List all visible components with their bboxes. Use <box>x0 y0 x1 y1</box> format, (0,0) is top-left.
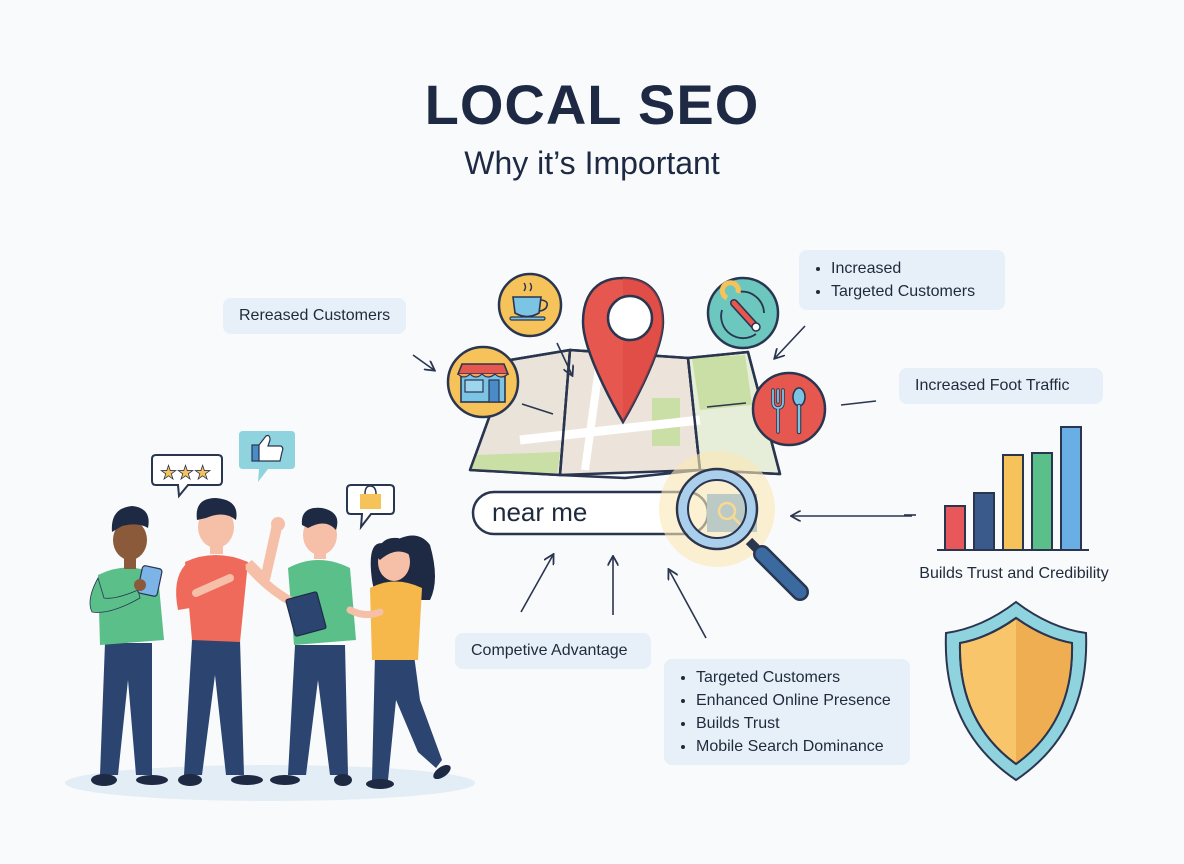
person-1 <box>89 506 168 786</box>
wrench-icon <box>706 276 780 350</box>
svg-text:★★★: ★★★ <box>160 462 211 484</box>
page-subtitle: Why it’s Important <box>464 145 720 181</box>
three-stars-icon: ★★★ <box>151 454 223 499</box>
coffee-cup-icon <box>497 272 563 338</box>
callout-list-item: Targeted Customers <box>831 280 995 303</box>
callout-list-item: Enhanced Online Presence <box>696 689 900 712</box>
page-title: LOCAL SEO <box>424 73 760 136</box>
shopping-bag-icon <box>346 484 395 531</box>
person-3 <box>245 507 356 786</box>
shield-icon <box>944 600 1088 782</box>
connector-arrows <box>412 325 916 639</box>
magnifier-icon <box>659 451 809 601</box>
callout-foot-traffic: Increased Foot Traffic <box>899 368 1103 404</box>
fork-spoon-icon <box>751 371 827 447</box>
callout-competitive-advantage: Competive Advantage <box>455 633 651 669</box>
bar-chart-caption: Builds Trust and Credibility <box>919 565 1109 582</box>
people-group-illustration <box>89 498 451 789</box>
callout-list-item: Mobile Search Dominance <box>696 735 900 758</box>
person-2 <box>176 498 285 786</box>
person-4 <box>346 535 451 789</box>
callout-increased-targeted: Increased Targeted Customers <box>799 250 1005 310</box>
callout-list-item: Builds Trust <box>696 712 900 735</box>
callout-list-item: Increased <box>831 257 995 280</box>
search-input: near me <box>492 497 588 527</box>
map-pin-icon <box>581 276 665 425</box>
callout-rereased-customers: Rereased Customers <box>223 298 407 334</box>
thumbs-up-icon <box>239 431 295 482</box>
storefront-icon <box>446 345 520 419</box>
callout-benefits-list: Targeted Customers Enhanced Online Prese… <box>664 659 910 765</box>
callout-list-item: Targeted Customers <box>696 666 900 689</box>
ground-shadow <box>65 765 475 801</box>
bar-chart <box>937 426 1089 551</box>
